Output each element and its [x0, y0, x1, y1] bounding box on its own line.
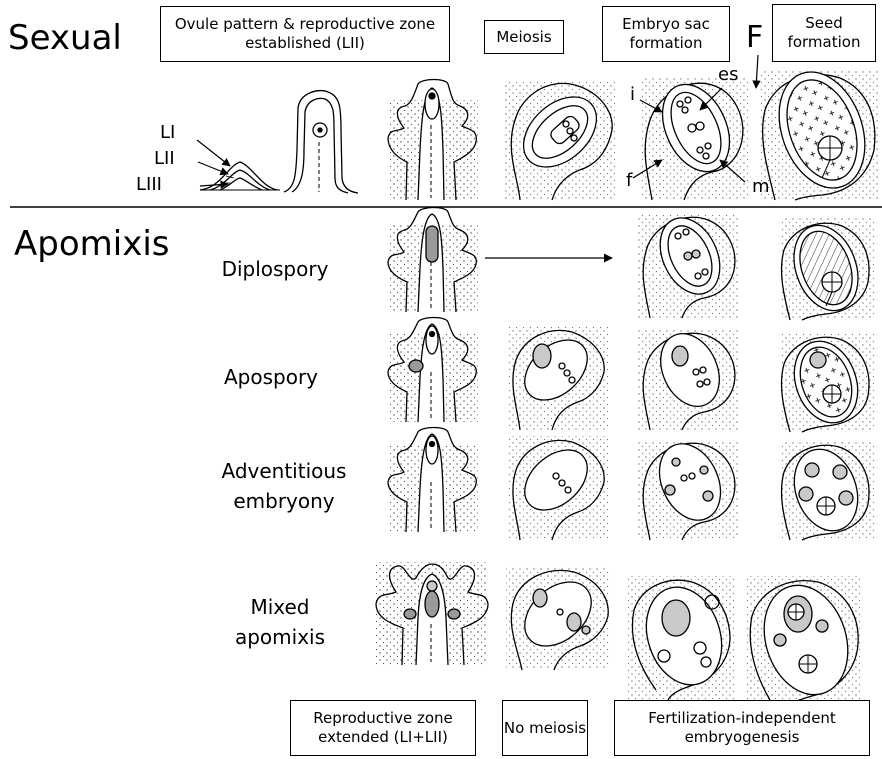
- apospory-label: Apospory: [196, 362, 346, 392]
- fertilization-label: F: [746, 20, 763, 55]
- diplospory-label: Diplospory: [200, 254, 350, 284]
- reproductive-zone-text: Reproductive zone extended (LI+LII): [291, 709, 475, 747]
- mixed-label-line2: apomixis: [210, 622, 350, 652]
- fert-independent-box: Fertilization-independent embryogenesis: [614, 700, 870, 756]
- adventitious-label-line2: embryony: [204, 486, 364, 516]
- seed-formation-box: Seed formation: [772, 4, 876, 62]
- meiosis-box: Meiosis: [484, 20, 564, 54]
- funiculus-label: f: [626, 170, 632, 191]
- integument-label: i: [630, 84, 635, 105]
- primordium-figure: [200, 162, 280, 190]
- diplospory-sac-figure: [638, 208, 738, 318]
- finger-primordium-figure: [284, 91, 358, 193]
- no-meiosis-box: No meiosis: [502, 700, 588, 756]
- seed-formation-text: Seed formation: [773, 14, 875, 52]
- apospory-sac-figure: [638, 324, 738, 430]
- lii-label: LII: [154, 148, 175, 169]
- ovule-pattern-box: Ovule pattern & reproductive zone establ…: [160, 6, 450, 62]
- diplospory-initiation-figure: [388, 208, 478, 313]
- adventitious-initiation-figure: [388, 428, 478, 533]
- seed-figure: [760, 60, 880, 200]
- adventitious-seed-figure: [780, 440, 875, 540]
- embryo-sac-box: Embryo sac formation: [602, 6, 730, 62]
- li-label: LI: [160, 122, 175, 143]
- fert-independent-text: Fertilization-independent embryogenesis: [615, 709, 869, 747]
- micropyle-label: m: [752, 176, 770, 197]
- embryo-sac-formation-figure: [640, 74, 748, 200]
- apospory-initiation-figure: [388, 318, 478, 423]
- liii-label: LIII: [136, 174, 162, 195]
- apomixis-heading: Apomixis: [14, 224, 170, 264]
- integument-initiation-figure: [388, 80, 478, 201]
- apospory-meiosis-figure: [508, 326, 608, 430]
- meiosis-text: Meiosis: [496, 28, 551, 47]
- mixed-initiation-figure: [376, 562, 488, 665]
- no-meiosis-text: No meiosis: [504, 719, 586, 738]
- mixed-seed-figure: [746, 574, 862, 712]
- mixed-label-line1: Mixed: [210, 592, 350, 622]
- adventitious-sac-figure: [638, 434, 738, 540]
- ovule-pattern-text: Ovule pattern & reproductive zone establ…: [161, 15, 449, 53]
- layer-pointers: [197, 140, 230, 186]
- reproductive-zone-box: Reproductive zone extended (LI+LII): [290, 700, 476, 756]
- diplospory-seed-figure: [780, 216, 875, 320]
- mixed-sac-figure: [628, 576, 734, 700]
- meiosis-ovule-figure: [505, 80, 615, 200]
- sexual-heading: Sexual: [8, 18, 122, 58]
- mixed-meiosis-figure: [506, 566, 610, 670]
- adventitious-label-line1: Adventitious: [204, 456, 364, 486]
- embryo-sac-label: es: [718, 64, 738, 85]
- apospory-seed-figure: [780, 332, 875, 432]
- adventitious-meiosis-figure: [508, 436, 608, 540]
- embryo-sac-text: Embryo sac formation: [603, 15, 729, 53]
